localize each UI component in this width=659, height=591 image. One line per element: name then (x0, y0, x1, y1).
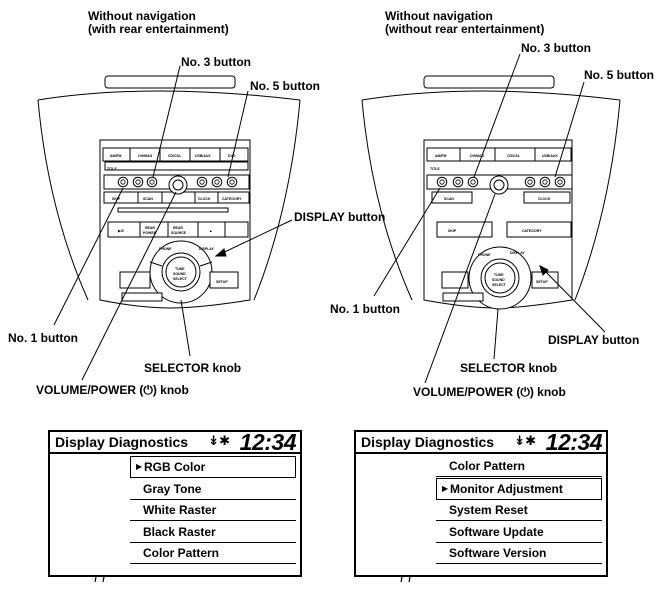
left-unit-small-labels: AM/FM CH/MAG CD/CSL USB/AUX DVD TITLE SK… (107, 154, 242, 284)
svg-text:CH/MAG: CH/MAG (138, 154, 152, 158)
menu-item-black-raster[interactable]: Black Raster (130, 522, 296, 543)
screen-title: Display Diagnostics (55, 434, 189, 450)
diagnostics-menu: ▶RGB Color Gray Tone White Raster Black … (130, 456, 296, 565)
menu-item-monitor-adjustment[interactable]: ▶Monitor Adjustment (436, 477, 602, 500)
svg-text:SKIP: SKIP (448, 229, 457, 233)
right-label-no3: No. 3 button (521, 41, 591, 55)
svg-text:CATEGORY: CATEGORY (222, 197, 242, 201)
svg-text:PHONE: PHONE (159, 247, 172, 251)
svg-text:CATEGORY: CATEGORY (522, 229, 542, 233)
diagnostics-menu: Color Pattern ▶Monitor Adjustment System… (436, 456, 602, 565)
left-leader-lines (53, 65, 293, 381)
right-header-line1: Without navigation (385, 9, 493, 23)
svg-text:SELECT: SELECT (492, 283, 507, 287)
menu-item-color-pattern[interactable]: Color Pattern (130, 543, 296, 565)
menu-item-system-reset[interactable]: System Reset (436, 500, 602, 522)
right-label-no1: No. 1 button (330, 302, 400, 316)
svg-text:TUNE: TUNE (494, 273, 504, 277)
menu-item-software-update[interactable]: Software Update (436, 522, 602, 543)
screen-title: Display Diagnostics (361, 434, 495, 450)
bluetooth-icon: ↡✱ (208, 433, 230, 448)
svg-text:TITLE: TITLE (430, 167, 440, 171)
svg-text:SKIP: SKIP (112, 197, 121, 201)
svg-text:REAR: REAR (145, 226, 155, 230)
svg-text:POWER: POWER (143, 231, 157, 235)
svg-text:REAR: REAR (173, 226, 183, 230)
menu-item-software-version[interactable]: Software Version (436, 543, 602, 565)
svg-text:SCAN: SCAN (444, 197, 454, 201)
svg-text:SETUP: SETUP (216, 280, 228, 284)
screen-clock: 12:34 (545, 429, 603, 455)
screen-clock: 12:34 (239, 429, 297, 455)
menu-item-gray-tone[interactable]: Gray Tone (130, 479, 296, 500)
right-leader-lines (373, 53, 606, 384)
left-label-no1: No. 1 button (8, 331, 78, 345)
svg-text:DVD: DVD (228, 154, 236, 158)
menu-item-rgb-color[interactable]: ▶RGB Color (130, 456, 296, 478)
right-unit-small-labels: AM/FM CH/MAG CD/CSL USB/AUX TITLE SCAN C… (430, 154, 558, 287)
svg-text:CD/CSL: CD/CSL (507, 154, 521, 158)
right-head-unit (361, 75, 621, 310)
left-label-no5: No. 5 button (250, 79, 320, 93)
svg-text:DISPLAY: DISPLAY (199, 247, 215, 251)
left-header-line2: (with rear entertainment) (88, 22, 229, 36)
svg-text:CH/MAG: CH/MAG (470, 154, 484, 158)
right-label-volume: VOLUME/POWER (⏻) knob (413, 385, 566, 399)
right-label-selector: SELECTOR knob (460, 361, 558, 375)
right-label-no5: No. 5 button (584, 68, 654, 82)
svg-text:AM/FM: AM/FM (435, 154, 447, 158)
svg-text:DISPLAY: DISPLAY (510, 251, 526, 255)
svg-text:▶/II: ▶/II (117, 229, 124, 233)
selection-arrow-icon: ▶ (442, 483, 449, 493)
right-panel-header: Without navigation (without rear enterta… (385, 10, 544, 36)
svg-text:SOUND: SOUND (492, 278, 505, 282)
menu-item-color-pattern[interactable]: Color Pattern (436, 456, 602, 477)
screen-header: Display Diagnostics ↡✱ 12:34 (356, 429, 606, 455)
screen-header: Display Diagnostics ↡✱ 12:34 (50, 429, 300, 455)
left-label-selector: SELECTOR knob (144, 361, 242, 375)
svg-text:SELECT: SELECT (173, 277, 188, 281)
svg-text:AM/FM: AM/FM (110, 154, 122, 158)
svg-text:CD/CSL: CD/CSL (168, 154, 182, 158)
bluetooth-icon: ↡✱ (514, 433, 536, 448)
right-diagnostics-screen: Display Diagnostics ↡✱ 12:34 Color Patte… (354, 429, 608, 577)
left-header-line1: Without navigation (88, 9, 196, 23)
left-panel-header: Without navigation (with rear entertainm… (88, 10, 229, 36)
svg-text:TUNE: TUNE (175, 267, 185, 271)
left-label-display: DISPLAY button (294, 210, 386, 224)
menu-item-white-raster[interactable]: White Raster (130, 500, 296, 522)
right-header-line2: (without rear entertainment) (385, 22, 545, 36)
svg-text:▲: ▲ (209, 229, 212, 233)
svg-text:CLOCK: CLOCK (538, 197, 551, 201)
right-label-display: DISPLAY button (548, 333, 640, 347)
svg-text:SCAN: SCAN (143, 197, 153, 201)
left-label-volume: VOLUME/POWER (⏻) knob (36, 383, 189, 397)
svg-text:SOUND: SOUND (173, 272, 186, 276)
left-head-unit (37, 75, 301, 309)
svg-text:TITLE: TITLE (107, 167, 117, 171)
svg-text:SETUP: SETUP (536, 280, 548, 284)
svg-text:SOURCE: SOURCE (171, 231, 187, 235)
svg-text:CLOCK: CLOCK (198, 197, 211, 201)
svg-text:PHONE: PHONE (478, 253, 491, 257)
selection-arrow-icon: ▶ (136, 462, 143, 471)
svg-text:USB/AUX: USB/AUX (195, 154, 211, 158)
left-label-no3: No. 3 button (181, 55, 251, 69)
svg-text:USB/AUX: USB/AUX (542, 154, 558, 158)
left-diagnostics-screen: Display Diagnostics ↡✱ 12:34 ▶RGB Color … (48, 429, 302, 577)
